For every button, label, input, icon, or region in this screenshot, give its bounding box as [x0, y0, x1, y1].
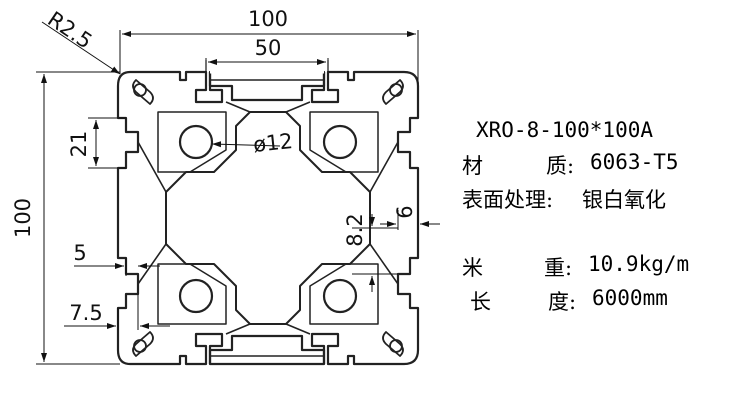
- dim-slot-inner: 8.2: [343, 213, 367, 246]
- dim-wall-thickness: 6: [393, 205, 417, 218]
- dim-width-total: 100: [248, 7, 288, 31]
- dim-slot-height: 21: [67, 131, 91, 158]
- dimension-lines: [36, 21, 440, 365]
- dim-slot-opening: 5: [73, 241, 86, 265]
- corner-holes: [178, 124, 358, 314]
- profile-outline: [116, 60, 420, 366]
- dim-height-total: 100: [11, 198, 35, 238]
- dimension-labels: 100 50 R2.5 100 21 5 7.5 ø12 8.2 6: [11, 7, 417, 325]
- dim-hole-diameter: ø12: [252, 129, 294, 157]
- dim-width-half: 50: [255, 36, 282, 60]
- dim-slot-depth: 7.5: [69, 301, 102, 325]
- dim-corner-radius: R2.5: [43, 7, 96, 54]
